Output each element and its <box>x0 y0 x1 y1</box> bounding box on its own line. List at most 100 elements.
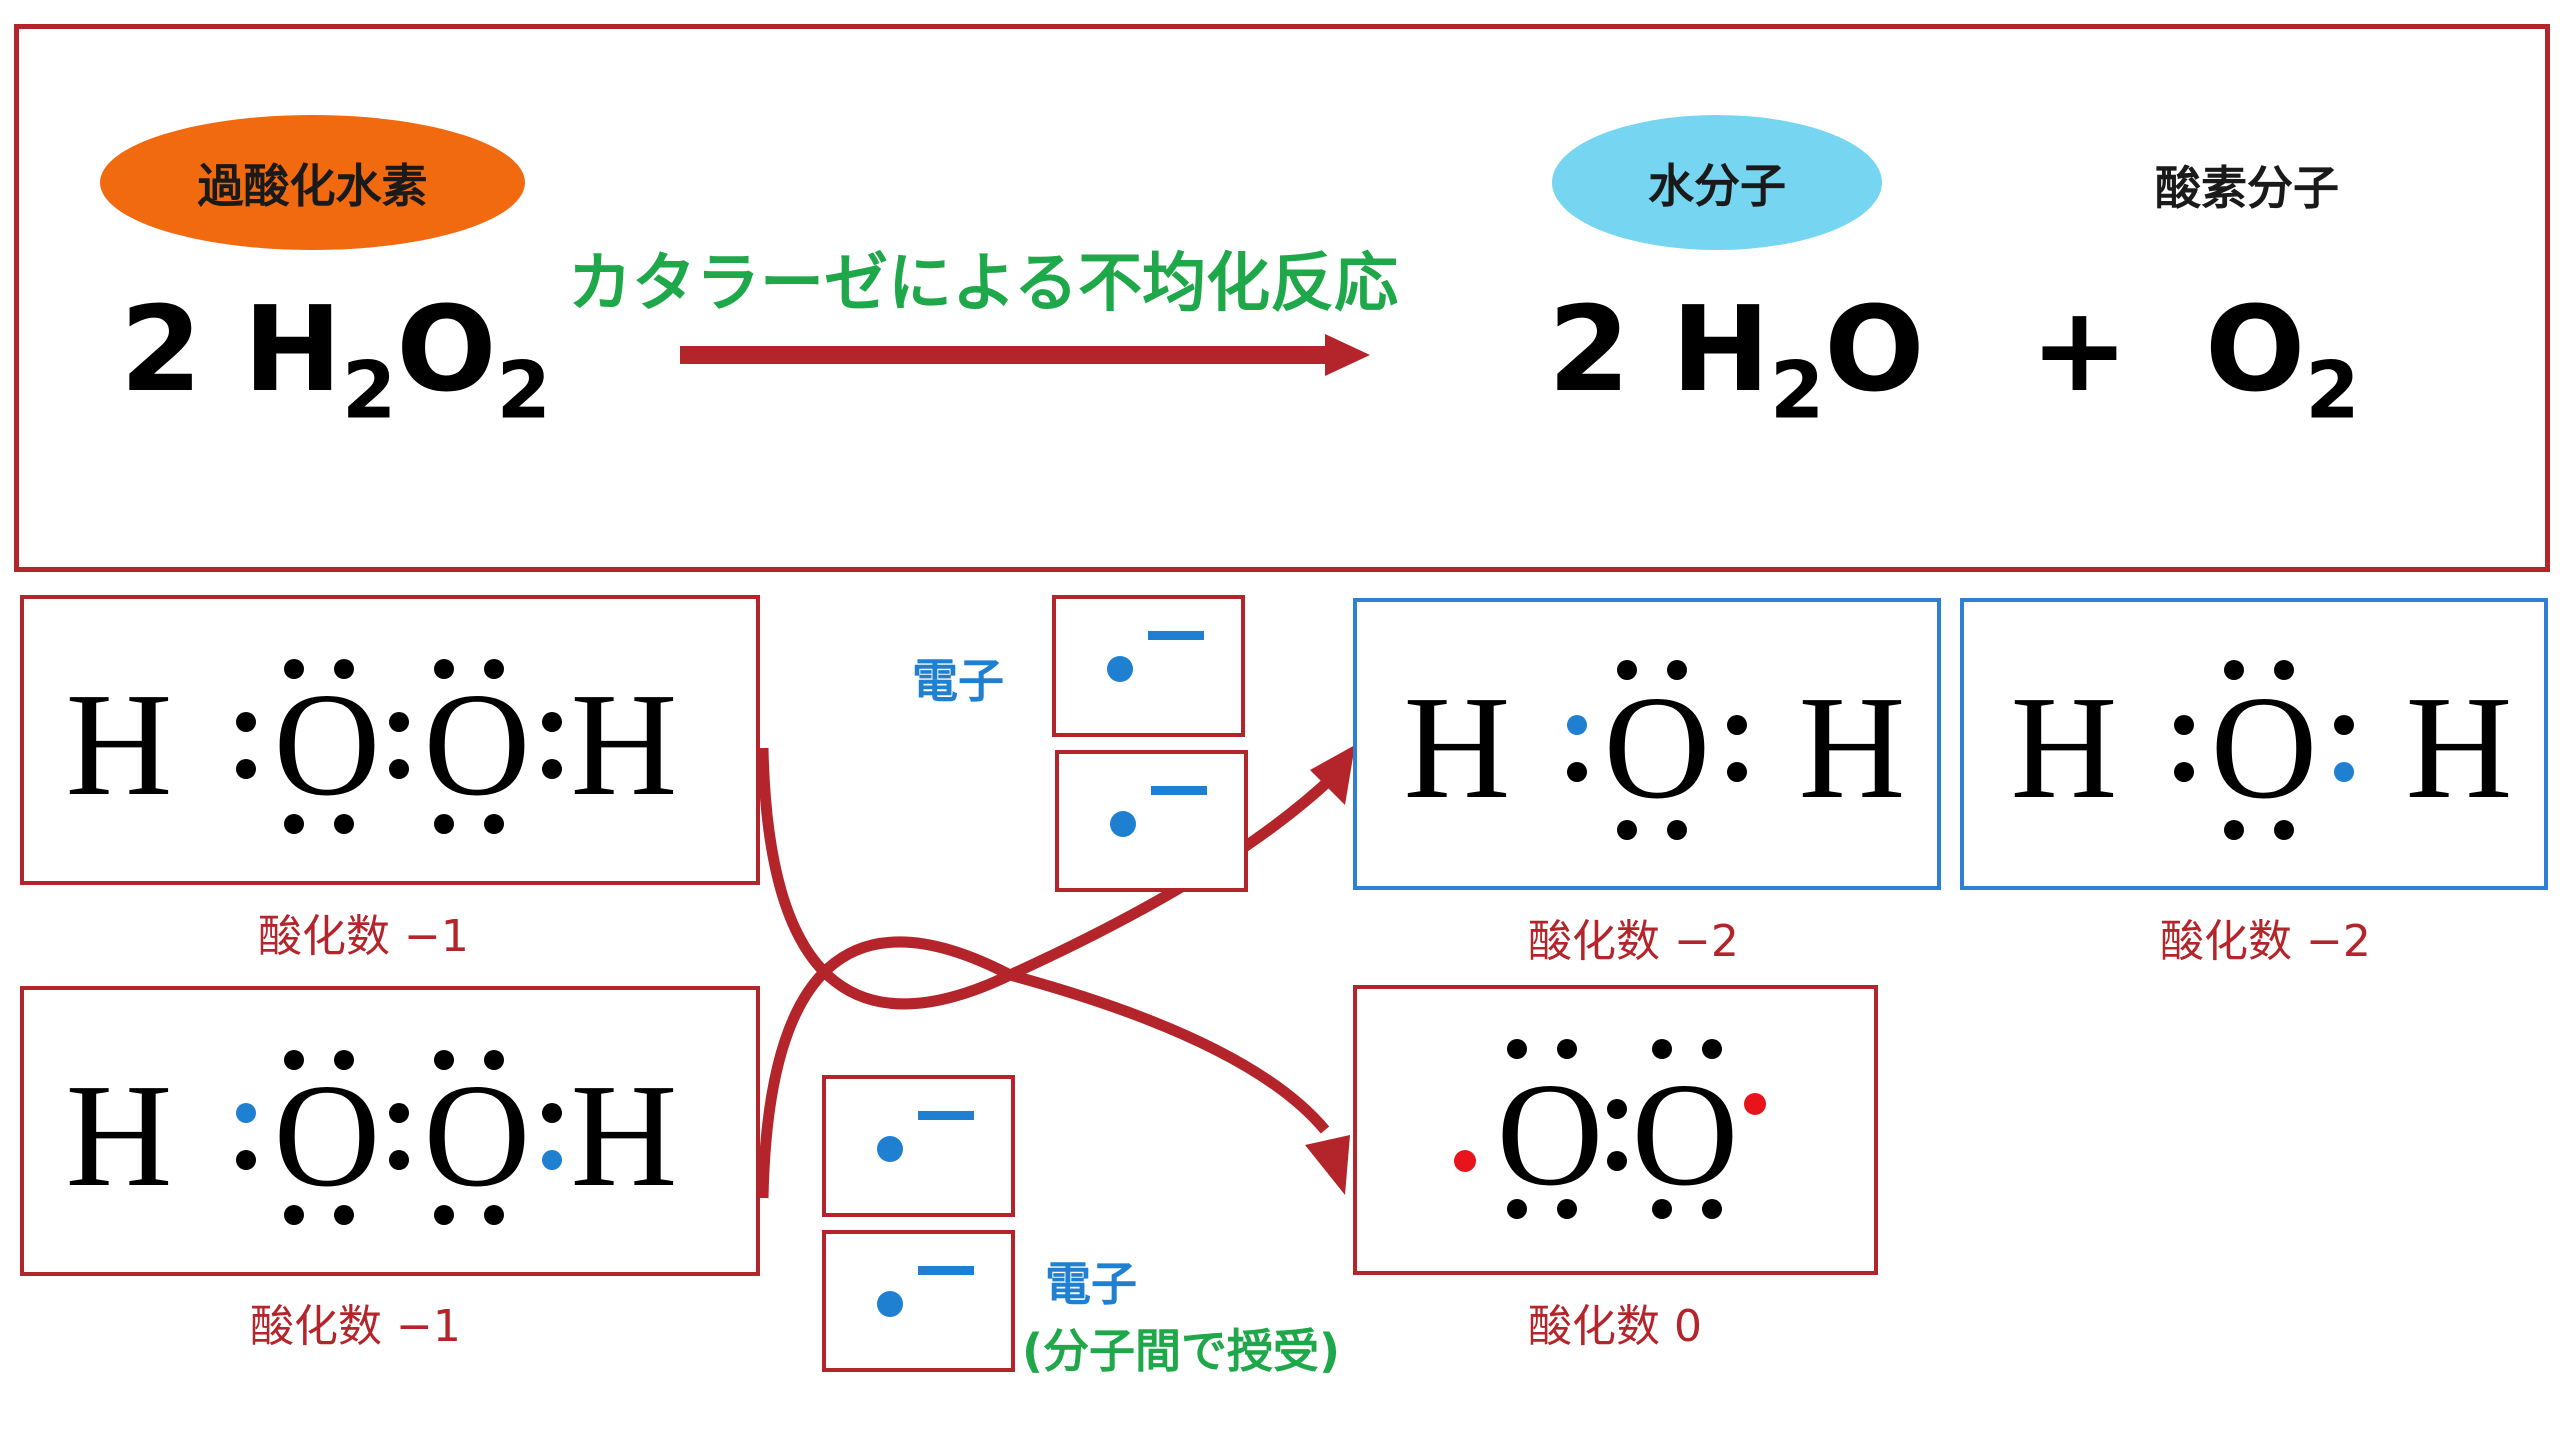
electron-dot <box>484 814 504 834</box>
reactant-label-pill: 過酸化水素 <box>100 115 525 250</box>
atom-o: O <box>2211 666 2318 830</box>
curve-bottom-to-oxygen <box>757 936 1330 1199</box>
electron-dot <box>2174 762 2194 782</box>
product1-sub-h: 2 <box>1769 346 1825 437</box>
h2o-b-box: H O H <box>1960 598 2548 890</box>
electron-dot <box>1652 1199 1672 1219</box>
electron-box <box>822 1075 1015 1217</box>
electron-dot <box>1507 1199 1527 1219</box>
electron-dot <box>1607 1099 1627 1119</box>
electron-dot <box>284 659 304 679</box>
product2-sub: 2 <box>2305 346 2360 437</box>
product2-formula: O2 <box>2205 290 2360 430</box>
reactant-formula: 2 H2O2 <box>120 290 551 430</box>
electron-dot <box>334 659 354 679</box>
electron-dot <box>2274 660 2294 680</box>
reactant-o: O <box>396 280 497 418</box>
electron-dot <box>434 1050 454 1070</box>
atom-o: O <box>1604 666 1711 830</box>
reaction-panel <box>14 24 2550 572</box>
electron-dot <box>1507 1039 1527 1059</box>
atom-o: O <box>274 1054 381 1218</box>
electron-dot <box>334 1205 354 1225</box>
electron-dot <box>1617 660 1637 680</box>
electron-label-top: 電子 <box>912 654 1004 708</box>
electron-dot <box>334 814 354 834</box>
reactant-h: H <box>243 280 342 418</box>
electron-symbol <box>877 1266 974 1317</box>
atom-o: O <box>424 663 531 827</box>
arrow-label: カタラーゼによる不均化反応 <box>568 247 1399 321</box>
reaction-arrow <box>680 334 1370 376</box>
electron-dot <box>1702 1039 1722 1059</box>
reactant-sub-h: 2 <box>341 346 397 437</box>
product2-label: 酸素分子 <box>2155 161 2339 215</box>
electron-dot <box>484 1050 504 1070</box>
electron-dot <box>1617 820 1637 840</box>
electron-dot <box>389 1103 409 1123</box>
h2o2-top-box: H O O H <box>20 595 760 885</box>
transferred-electron <box>2334 762 2354 782</box>
product1-label: 水分子 <box>1648 158 1786 213</box>
electron-dot <box>389 759 409 779</box>
plus-sign: + <box>2030 280 2129 418</box>
electron-dot <box>2334 715 2354 735</box>
h2o-a-box: H O H <box>1353 598 1941 890</box>
reactant-coefficient: 2 <box>120 280 203 418</box>
h2o2-top-oxidation: 酸化数 −1 <box>258 911 469 962</box>
electron-box <box>822 1230 1015 1372</box>
h2o-a-oxidation: 酸化数 −2 <box>1528 916 1739 967</box>
electron-dot <box>1727 762 1747 782</box>
electron-dot <box>1652 1039 1672 1059</box>
atom-h: H <box>1404 666 1511 830</box>
curve-bottom-arrowhead <box>1305 1135 1350 1195</box>
electron-dot <box>284 1050 304 1070</box>
o2-lewis: O O <box>1454 1039 1766 1219</box>
electron-label-bottom-note: (分子間で授受) <box>1022 1324 1341 1378</box>
reactant-label: 過酸化水素 <box>197 158 428 213</box>
product1-o: O <box>1824 280 1925 418</box>
product1-h: H <box>1671 280 1770 418</box>
electron-dot <box>1702 1199 1722 1219</box>
h2o-a-lewis: H O H <box>1404 660 1906 840</box>
electron-dot <box>1557 1199 1577 1219</box>
electron-dot <box>1607 1151 1627 1171</box>
electron-box <box>1052 595 1245 737</box>
atom-o: O <box>274 663 381 827</box>
electron-dot <box>334 1050 354 1070</box>
unpaired-electron <box>1454 1150 1476 1172</box>
electron-label-bottom: 電子 <box>1045 1257 1137 1311</box>
product2-o: O <box>2205 280 2306 418</box>
electron-dot <box>434 659 454 679</box>
curve-top-to-water <box>757 747 1339 1010</box>
product1-label-pill: 水分子 <box>1552 115 1882 250</box>
atom-h: H <box>2406 666 2513 830</box>
transferred-electron <box>236 1103 256 1123</box>
electron-symbol <box>1107 631 1204 682</box>
electron-dot <box>1727 715 1747 735</box>
atom-h: H <box>571 663 678 827</box>
electron-dot <box>2224 660 2244 680</box>
electron-symbol <box>877 1111 974 1162</box>
electron-dot <box>484 659 504 679</box>
atom-h: H <box>571 1054 678 1218</box>
electron-dot <box>236 759 256 779</box>
h2o2-bottom-box: H O O H <box>20 986 760 1276</box>
atom-h: H <box>66 663 173 827</box>
electron-dot <box>542 1103 562 1123</box>
o2-box: O O <box>1353 985 1878 1275</box>
electron-dot <box>1667 660 1687 680</box>
h2o-b-lewis: H O H <box>2011 660 2513 840</box>
electron-dot <box>284 1205 304 1225</box>
electron-dot <box>2224 820 2244 840</box>
electron-dot <box>434 1205 454 1225</box>
h2o2-bottom-lewis: H O O H <box>66 1050 678 1225</box>
transferred-electron <box>1567 715 1587 735</box>
atom-h: H <box>1799 666 1906 830</box>
h2o-b-oxidation: 酸化数 −2 <box>2160 916 2371 967</box>
electron-dot <box>1567 762 1587 782</box>
electron-dot <box>389 712 409 732</box>
electron-dot <box>542 712 562 732</box>
atom-o: O <box>1497 1053 1604 1217</box>
